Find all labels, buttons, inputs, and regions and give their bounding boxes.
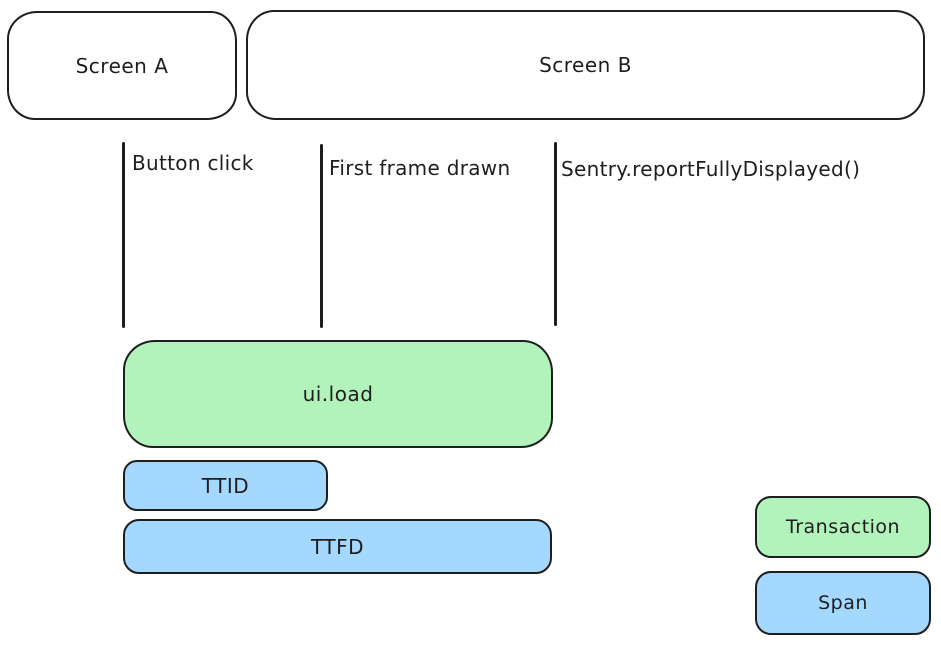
event-label-report-fully-displayed: Sentry.reportFullyDisplayed() [561,157,861,181]
legend-span-label: Span [818,592,868,614]
ttid-bar-label: TTID [201,473,250,498]
event-label-first-frame-drawn: First frame drawn [329,156,511,180]
span-bar-ttfd: TTFD [123,519,552,574]
legend-transaction-box: Transaction [755,496,931,558]
screen-b-label: Screen B [539,53,632,77]
legend-span-box: Span [755,571,931,635]
event-label-button-click: Button click [132,151,254,175]
legend-transaction-label: Transaction [785,516,901,538]
timeline-marker-first-frame [320,144,323,328]
screen-a-label: Screen A [75,53,169,78]
transaction-bar-ui-load: ui.load [123,340,553,448]
span-bar-ttid: TTID [123,460,328,511]
timeline-marker-button-click [122,142,125,328]
screen-b-box: Screen B [246,10,925,120]
timeline-marker-report-fully-displayed [554,142,557,326]
ttfd-bar-label: TTFD [311,534,364,559]
screen-a-box: Screen A [7,11,237,120]
transaction-bar-label: ui.load [302,382,374,406]
